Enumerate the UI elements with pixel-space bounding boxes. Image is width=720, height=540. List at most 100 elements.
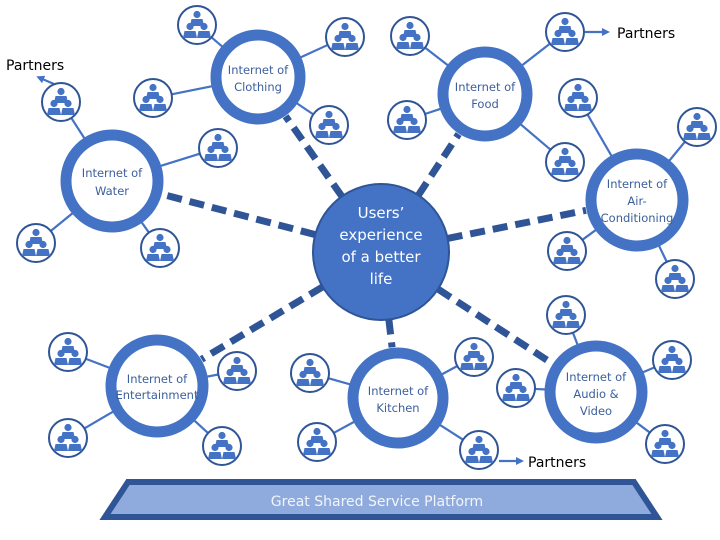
spoke-audio-video: [571, 332, 579, 346]
center-label-line-1: Users’: [358, 204, 405, 222]
hub-label-line: Conditioning: [601, 211, 674, 225]
dashed-connector-clothing: [282, 114, 345, 199]
center-node[interactable]: Users’ experience of a better life: [312, 183, 450, 321]
spoke-clothing: [210, 36, 224, 48]
dashed-connector-water: [161, 190, 317, 239]
spoke-clothing: [171, 84, 214, 96]
service-platform[interactable]: Great Shared Service Platform: [99, 479, 663, 520]
user-group-icon[interactable]: [454, 337, 494, 377]
user-group-icon[interactable]: [198, 128, 238, 168]
hub-clothing[interactable]: Internet of Clothing: [210, 29, 306, 125]
hub-food[interactable]: Internet of Food: [437, 46, 533, 142]
user-group-icon[interactable]: [48, 332, 88, 372]
user-group-icon[interactable]: [677, 107, 717, 147]
user-group-icon[interactable]: [297, 422, 337, 462]
spoke-food: [424, 46, 450, 67]
spoke-kitchen: [440, 365, 458, 376]
hub-label-line: Water: [95, 184, 129, 198]
user-group-icon[interactable]: [387, 100, 427, 140]
spoke-air-conditioning: [586, 113, 613, 158]
dashed-connector-food: [415, 132, 462, 198]
user-group-icon[interactable]: [41, 82, 81, 122]
spoke-air-conditioning: [581, 228, 598, 241]
partners-label-kitchen: Partners: [528, 455, 586, 471]
user-group-icon[interactable]: [325, 17, 365, 57]
spoke-clothing: [295, 101, 314, 116]
hub-ring: [347, 347, 449, 449]
user-group-icon[interactable]: [140, 228, 180, 268]
dashed-connectors: [161, 114, 587, 367]
user-group-icon[interactable]: [202, 426, 242, 466]
spoke-entertainment: [85, 357, 111, 370]
user-group-icon[interactable]: [290, 353, 330, 393]
user-group-icon[interactable]: [655, 259, 695, 299]
user-group-icon[interactable]: [309, 105, 349, 145]
spoke-lines: [50, 36, 686, 441]
hub-kitchen[interactable]: Internet of Kitchen: [347, 347, 449, 449]
spoke-audio-video: [641, 366, 655, 374]
partner-arrows: [36, 28, 610, 465]
spoke-audio-video: [534, 387, 547, 391]
center-label-line-2: experience: [339, 226, 422, 244]
hub-label-line: Internet of: [607, 177, 668, 191]
user-group-icon[interactable]: [390, 16, 430, 56]
hub-label-line: Food: [471, 97, 499, 111]
spoke-kitchen: [333, 420, 356, 434]
hub-label-line: Audio &: [573, 387, 618, 401]
dashed-connector-kitchen: [385, 319, 396, 348]
hub-label-line: Internet of: [368, 384, 429, 398]
spoke-air-conditioning: [667, 140, 686, 163]
center-label-line-4: life: [370, 270, 393, 288]
spoke-air-conditioning: [657, 244, 668, 263]
hub-label-line: Air-: [627, 194, 646, 208]
user-group-icon[interactable]: [545, 12, 585, 52]
platform-label: Great Shared Service Platform: [271, 494, 483, 510]
partners-label-food: Partners: [617, 26, 675, 42]
hub-ring: [437, 46, 533, 142]
spoke-food: [424, 107, 442, 116]
partners-label-water: Partners: [6, 58, 64, 74]
user-group-icon[interactable]: [652, 340, 692, 380]
hub-ring: [60, 129, 164, 233]
hub-label-line: Internet of: [228, 63, 289, 77]
hub-label-line: Kitchen: [376, 401, 419, 415]
user-group-icon[interactable]: [16, 223, 56, 263]
user-group-icon[interactable]: [48, 418, 88, 458]
hub-label-line: Internet of: [566, 370, 627, 384]
user-group-icon[interactable]: [645, 424, 685, 464]
hub-label-line: Internet of: [455, 80, 516, 94]
hub-label-line: Internet of: [82, 166, 143, 180]
spoke-entertainment: [192, 419, 209, 434]
hub-water[interactable]: Internet of Water: [60, 129, 164, 233]
spoke-water: [159, 152, 201, 168]
spoke-audio-video: [635, 421, 651, 434]
user-group-icon[interactable]: [177, 5, 217, 45]
user-group-icon[interactable]: [496, 368, 536, 408]
dashed-connector-air-conditioning: [446, 206, 587, 242]
hub-ring: [544, 340, 648, 444]
user-group-icon[interactable]: [547, 231, 587, 271]
user-group-icon[interactable]: [133, 78, 173, 118]
user-group-icon[interactable]: [459, 430, 499, 470]
spoke-water: [70, 117, 86, 140]
spoke-entertainment: [83, 410, 115, 430]
spoke-water: [140, 221, 150, 234]
user-group-icon[interactable]: [545, 142, 585, 182]
hub-air-conditioning[interactable]: Internet of Air- Conditioning: [585, 148, 689, 252]
user-group-icon[interactable]: [546, 295, 586, 335]
partner-arrow-water: [36, 75, 55, 86]
user-group-icon[interactable]: [558, 78, 598, 118]
spoke-kitchen: [438, 423, 464, 441]
hub-label-line: Clothing: [234, 80, 282, 94]
spoke-food: [520, 42, 551, 67]
hub-ring: [210, 29, 306, 125]
spoke-water: [50, 211, 74, 232]
spoke-clothing: [299, 43, 329, 59]
spoke-entertainment: [205, 373, 219, 378]
spoke-kitchen: [327, 377, 352, 386]
spoke-food: [519, 122, 552, 151]
user-group-icon[interactable]: [217, 351, 257, 391]
